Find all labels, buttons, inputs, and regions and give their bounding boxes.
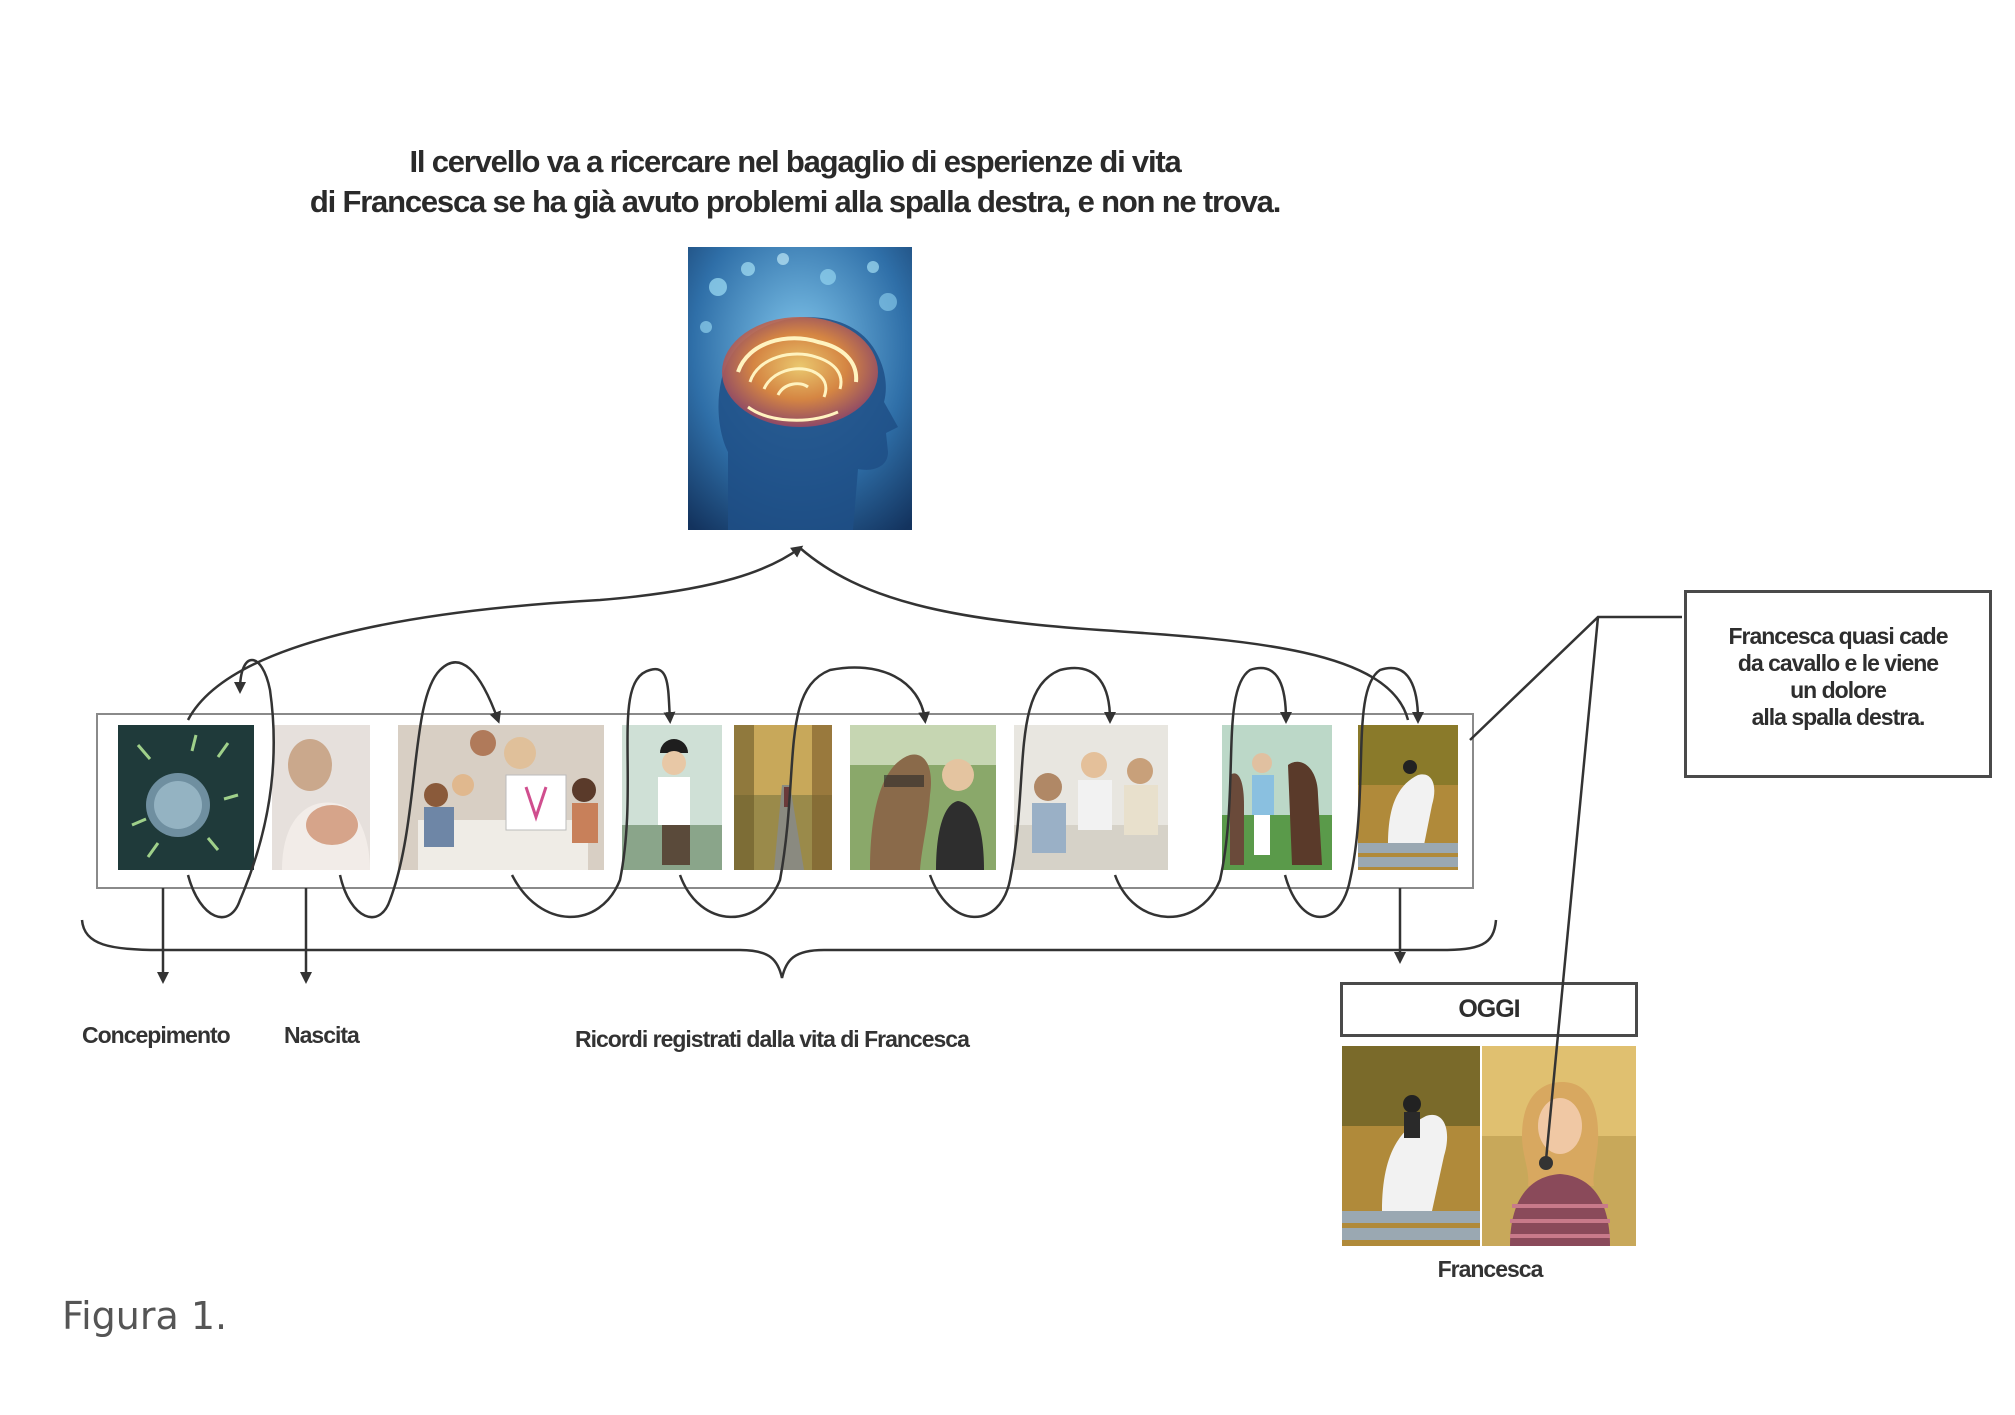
brain-image (688, 247, 912, 530)
office-meeting-photo (1014, 725, 1168, 870)
event-line-4: alla spalla destra. (1708, 704, 1968, 731)
caption-line-2: di Francesca se ha già avuto problemi al… (230, 182, 1360, 222)
event-line-3: un dolore (1708, 677, 1968, 704)
label-nascita: Nascita (284, 1022, 359, 1049)
event-connector-strip (1470, 617, 1682, 740)
sperm-egg-conception-photo (118, 725, 254, 870)
figure-label: Figura 1. (62, 1294, 227, 1338)
label-ricordi: Ricordi registrati dalla vita di Frances… (575, 1026, 969, 1053)
mother-nursing-baby-photo (272, 725, 370, 870)
event-line-1: Francesca quasi cade (1708, 623, 1968, 650)
francesca-portrait-photo (1482, 1046, 1636, 1246)
label-francesca: Francesca (1420, 1256, 1560, 1283)
event-text: Francesca quasi cade da cavallo e le vie… (1708, 623, 1968, 731)
event-box: Francesca quasi cade da cavallo e le vie… (1684, 590, 1992, 778)
today-horse-jumping-photo (1342, 1046, 1480, 1246)
diagram-caption: Il cervello va a ricercare nel bagaglio … (230, 142, 1360, 222)
arc-to-brain-right (800, 548, 1408, 720)
caption-line-1: Il cervello va a ricercare nel bagaglio … (230, 142, 1360, 182)
horse-jumping-photo (1358, 725, 1458, 870)
horse-and-woman-photo (850, 725, 996, 870)
girl-riding-helmet-photo (622, 725, 722, 870)
oggi-label-box: OGGI (1340, 982, 1638, 1037)
children-drawing-class-photo (398, 725, 604, 870)
autumn-path-photo (734, 725, 832, 870)
memories-brace (82, 920, 1496, 978)
event-line-2: da cavallo e le viene (1708, 650, 1968, 677)
label-concepimento: Concepimento (82, 1022, 230, 1049)
riders-with-horses-photo (1222, 725, 1332, 870)
arc-to-brain-left (188, 548, 800, 720)
